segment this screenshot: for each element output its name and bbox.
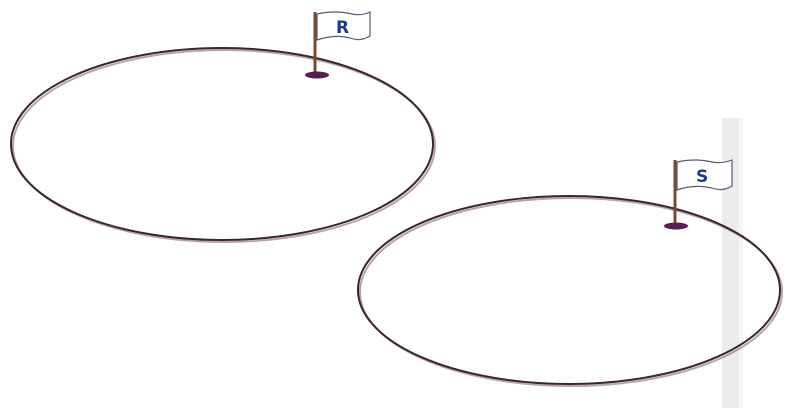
track-r-outline	[10, 47, 434, 241]
background-strip	[722, 118, 740, 408]
flag-s: S	[664, 159, 733, 230]
track-r-shadow	[12, 49, 436, 243]
track-r: R	[10, 11, 436, 243]
flag-r: R	[305, 11, 371, 79]
flag-r-banner	[316, 11, 371, 41]
flag-s-label: S	[696, 167, 708, 187]
track-s-shadow	[359, 197, 783, 387]
flag-r-base	[305, 71, 329, 79]
flag-s-base	[664, 222, 688, 230]
flag-s-banner	[676, 159, 733, 191]
flag-r-label: R	[336, 18, 349, 38]
background-strip-edge	[739, 118, 743, 408]
track-s: S	[357, 159, 783, 387]
track-s-outline	[357, 195, 781, 385]
